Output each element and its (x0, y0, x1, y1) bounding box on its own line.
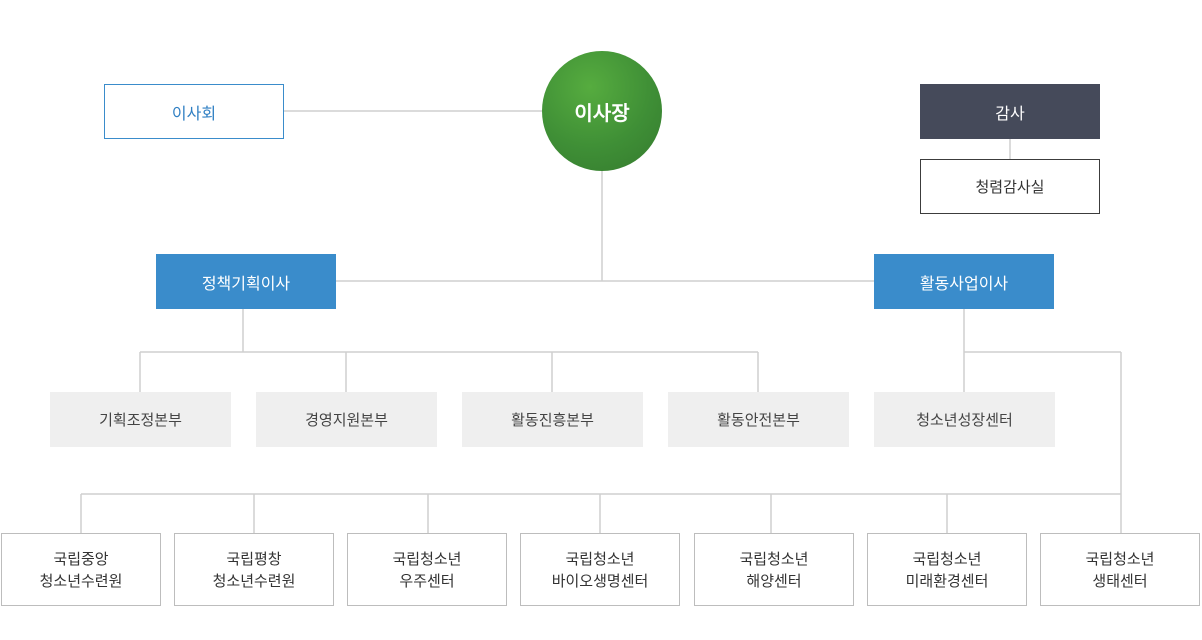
department-box: 활동안전본부 (668, 392, 849, 447)
department-box: 청소년성장센터 (874, 392, 1055, 447)
board-label: 이사회 (171, 103, 217, 123)
center-box: 국립청소년 생태센터 (1040, 533, 1200, 606)
center-label-line2: 생태센터 (1092, 571, 1148, 590)
center-box: 국립청소년 우주센터 (347, 533, 507, 606)
integrity-office-label: 청렴감사실 (975, 178, 1045, 196)
center-box: 국립평창 청소년수련원 (174, 533, 334, 606)
department-label: 활동진흥본부 (511, 411, 594, 429)
department-box: 활동진흥본부 (462, 392, 643, 447)
center-label-line1: 국립평창 (226, 549, 282, 568)
policy-director-box: 정책기획이사 (156, 254, 336, 309)
center-box: 국립청소년 해양센터 (694, 533, 854, 606)
center-label-line1: 국립청소년 (912, 549, 982, 568)
center-label-line1: 국립중앙 (53, 549, 109, 568)
chairman-node: 이사장 (542, 51, 662, 171)
center-label-line1: 국립청소년 (392, 549, 462, 568)
department-label: 청소년성장센터 (916, 411, 1013, 429)
center-box: 국립청소년 바이오생명센터 (520, 533, 680, 606)
integrity-office-box: 청렴감사실 (920, 159, 1100, 214)
center-label-line2: 미래환경센터 (905, 571, 989, 590)
audit-box: 감사 (920, 84, 1100, 139)
center-label-line2: 바이오생명센터 (551, 571, 649, 590)
center-label-line1: 국립청소년 (739, 549, 809, 568)
center-label-line2: 우주센터 (399, 571, 455, 590)
center-label-line2: 청소년수련원 (212, 571, 296, 590)
department-label: 활동안전본부 (717, 411, 800, 429)
department-label: 기획조정본부 (99, 411, 182, 429)
chairman-label: 이사장 (574, 100, 630, 125)
center-box: 국립중앙 청소년수련원 (1, 533, 161, 606)
board-box: 이사회 (104, 84, 284, 139)
department-box: 경영지원본부 (256, 392, 437, 447)
center-label-line2: 청소년수련원 (39, 571, 123, 590)
center-box: 국립청소년 미래환경센터 (867, 533, 1027, 606)
center-label-line1: 국립청소년 (1085, 549, 1155, 568)
activity-director-box: 활동사업이사 (874, 254, 1054, 309)
department-label: 경영지원본부 (305, 411, 388, 429)
director-label: 정책기획이사 (201, 273, 291, 293)
center-label-line1: 국립청소년 (565, 549, 635, 568)
department-box: 기획조정본부 (50, 392, 231, 447)
director-label: 활동사업이사 (919, 273, 1009, 293)
center-label-line2: 해양센터 (746, 571, 802, 590)
audit-label: 감사 (995, 103, 1025, 123)
